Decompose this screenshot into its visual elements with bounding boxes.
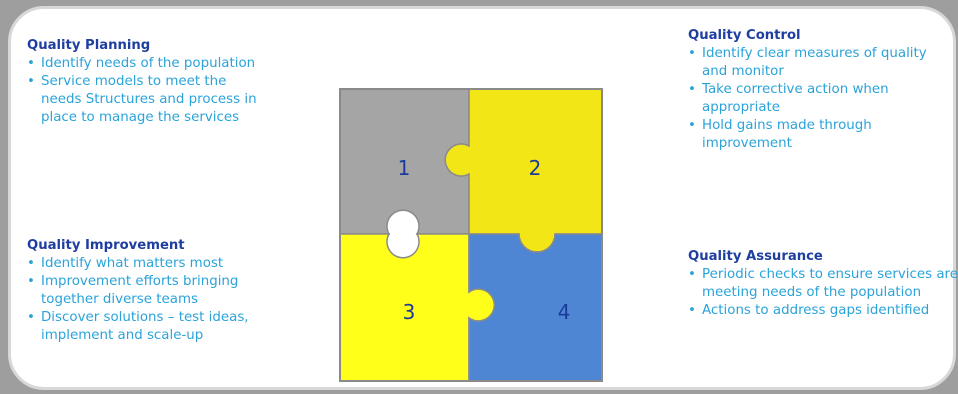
list-item: Identify clear measures of quality and m… <box>688 45 953 81</box>
list-item: Improvement efforts bringing together di… <box>27 273 291 309</box>
quality-planning-list: Identify needs of the population Service… <box>27 55 287 127</box>
quality-assurance-section: Quality Assurance Periodic checks to ens… <box>688 248 956 320</box>
list-item: Identify needs of the population <box>27 55 287 73</box>
puzzle-number-3: 3 <box>403 300 416 324</box>
list-item: Take corrective action when appropriate <box>688 81 927 117</box>
quality-improvement-list: Identify what matters most Improvement e… <box>27 255 317 345</box>
puzzle-diagram: 1 2 3 4 <box>339 88 603 382</box>
quality-assurance-list: Periodic checks to ensure services are m… <box>688 266 956 320</box>
quality-assurance-title: Quality Assurance <box>688 248 956 266</box>
puzzle-number-4: 4 <box>558 300 571 324</box>
list-item: Identify what matters most <box>27 255 317 273</box>
list-item: Periodic checks to ensure services are m… <box>688 266 958 302</box>
list-item: Discover solutions – test ideas, impleme… <box>27 309 301 345</box>
quality-control-section: Quality Control Identify clear measures … <box>688 27 953 153</box>
list-item: Hold gains made through improvement <box>688 117 902 153</box>
puzzle-number-1: 1 <box>398 156 411 180</box>
quality-planning-title: Quality Planning <box>27 37 287 55</box>
list-item: Actions to address gaps identified <box>688 302 956 320</box>
quality-control-list: Identify clear measures of quality and m… <box>688 45 953 153</box>
list-item: Service models to meet the needs Structu… <box>27 73 266 127</box>
puzzle-number-2: 2 <box>529 156 542 180</box>
puzzle-piece-2 <box>445 88 603 252</box>
quality-planning-section: Quality Planning Identify needs of the p… <box>27 37 287 127</box>
quality-improvement-title: Quality Improvement <box>27 237 317 255</box>
quality-improvement-section: Quality Improvement Identify what matter… <box>27 237 317 345</box>
puzzle-svg: 1 2 3 4 <box>339 88 603 382</box>
quality-control-title: Quality Control <box>688 27 953 45</box>
